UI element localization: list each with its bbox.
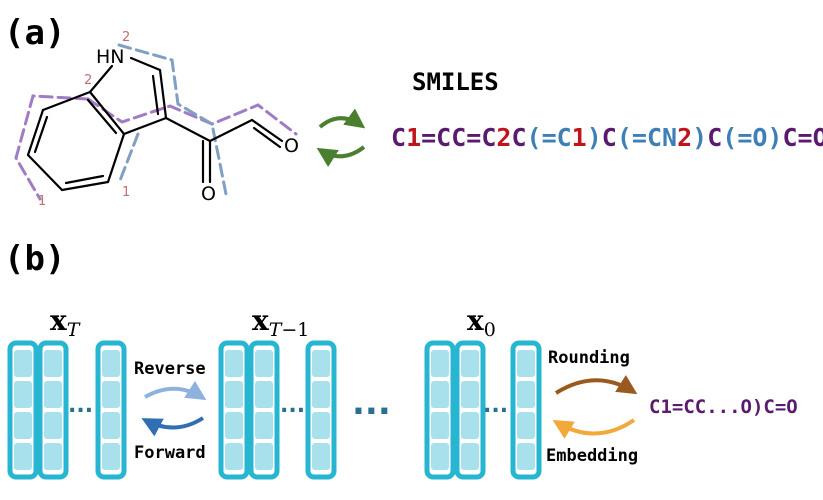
embedding-cell bbox=[255, 443, 273, 470]
locant-n2: 2 bbox=[122, 30, 130, 45]
embedding-column bbox=[454, 340, 486, 480]
embedding-cell bbox=[255, 381, 273, 408]
embedding-cell bbox=[14, 350, 32, 377]
smiles-token: =CC=C bbox=[421, 123, 496, 152]
panel-a-label: (a) bbox=[4, 13, 65, 53]
smiles-token: C bbox=[707, 123, 722, 152]
embedding-column bbox=[305, 340, 337, 480]
embedding-cell bbox=[14, 381, 32, 408]
smiles-token: 1 bbox=[406, 123, 421, 152]
embedding-column bbox=[510, 340, 542, 480]
x-label-0: x0 bbox=[467, 304, 496, 341]
embedding-column bbox=[424, 340, 456, 480]
smiles-token: (=CN bbox=[617, 123, 677, 152]
embedding-column bbox=[248, 340, 280, 480]
embedding-cell bbox=[102, 381, 120, 408]
smiles-token: 1 bbox=[572, 123, 587, 152]
embedding-column bbox=[37, 340, 69, 480]
locant-c1-right: 1 bbox=[122, 185, 130, 200]
forward-label: Forward bbox=[134, 443, 206, 463]
ellipsis-xT: ... bbox=[68, 393, 93, 418]
embedding-cell bbox=[461, 350, 479, 377]
smiles-token: (=O) bbox=[722, 123, 782, 152]
rounding-label: Rounding bbox=[548, 348, 630, 368]
embedding-cell bbox=[14, 412, 32, 439]
embedding-cell bbox=[312, 381, 330, 408]
embedding-arrow bbox=[552, 418, 636, 439]
embedding-cell bbox=[312, 412, 330, 439]
embedding-cell bbox=[461, 381, 479, 408]
embedding-column bbox=[218, 340, 250, 480]
embedding-cell bbox=[44, 443, 62, 470]
rounding-arrow bbox=[554, 375, 638, 395]
embedding-cell bbox=[225, 443, 243, 470]
smiles-token: C bbox=[511, 123, 526, 152]
reverse-label: Reverse bbox=[134, 359, 206, 379]
embedding-cell bbox=[225, 412, 243, 439]
embedding-cell bbox=[44, 381, 62, 408]
locant-c2: 2 bbox=[84, 73, 92, 88]
smiles-token: (=C bbox=[527, 123, 572, 152]
ellipsis-x0: ... bbox=[483, 393, 508, 418]
embedding-cell bbox=[102, 443, 120, 470]
conversion-arrows bbox=[316, 108, 366, 168]
atom-o-aldehyde: O bbox=[284, 135, 299, 157]
molecule: HN O O 2 2 1 1 bbox=[14, 30, 299, 209]
embedding-cell bbox=[44, 412, 62, 439]
atom-nh: HN bbox=[96, 46, 125, 68]
dashed-path-purple bbox=[14, 94, 298, 201]
smiles-title: SMILES bbox=[412, 68, 499, 96]
embedding-cell bbox=[461, 412, 479, 439]
smiles-token: C bbox=[391, 123, 406, 152]
embedding-columns bbox=[7, 340, 542, 480]
embedding-cell bbox=[102, 412, 120, 439]
embedding-column bbox=[95, 340, 127, 480]
bonds bbox=[26, 56, 284, 192]
dashed-path-blue bbox=[117, 43, 228, 196]
smiles-string: C1=CC=C2C(=C1)C(=CN2)C(=O)C=O bbox=[391, 123, 823, 152]
embedding-cell bbox=[431, 350, 449, 377]
embedding-cell bbox=[255, 350, 273, 377]
reverse-arrow bbox=[144, 380, 207, 401]
output-smiles: C1=CC...O)C=O bbox=[649, 396, 798, 418]
embedding-cell bbox=[14, 443, 32, 470]
embedding-cell bbox=[312, 350, 330, 377]
ellipsis-steps: ... bbox=[352, 383, 391, 423]
embedding-cell bbox=[517, 381, 535, 408]
embedding-cell bbox=[255, 412, 273, 439]
smiles-token: ) bbox=[587, 123, 602, 152]
embedding-cell bbox=[431, 412, 449, 439]
embedding-label: Embedding bbox=[546, 446, 638, 466]
embedding-cell bbox=[517, 443, 535, 470]
embedding-cell bbox=[431, 443, 449, 470]
panel-b-label: (b) bbox=[4, 239, 65, 279]
smiles-token: C bbox=[602, 123, 617, 152]
smiles-token: ) bbox=[692, 123, 707, 152]
embedding-cell bbox=[44, 350, 62, 377]
embedding-cell bbox=[431, 381, 449, 408]
embedding-cell bbox=[312, 443, 330, 470]
embedding-cell bbox=[517, 350, 535, 377]
embedding-column bbox=[7, 340, 39, 480]
smiles-token: 2 bbox=[496, 123, 511, 152]
embedding-cell bbox=[102, 350, 120, 377]
ellipsis-xT-1: ... bbox=[280, 393, 305, 418]
embedding-cell bbox=[225, 381, 243, 408]
atom-o-ketone: O bbox=[201, 183, 216, 205]
smiles-token: C=O bbox=[782, 123, 823, 152]
x-label-T-minus-1: xT−1 bbox=[252, 304, 309, 341]
embedding-cell bbox=[517, 412, 535, 439]
smiles-token: 2 bbox=[677, 123, 692, 152]
locant-c1-left: 1 bbox=[38, 194, 46, 209]
x-label-T: xT bbox=[50, 304, 81, 341]
forward-arrow bbox=[141, 416, 205, 437]
embedding-cell bbox=[461, 443, 479, 470]
embedding-cell bbox=[225, 350, 243, 377]
